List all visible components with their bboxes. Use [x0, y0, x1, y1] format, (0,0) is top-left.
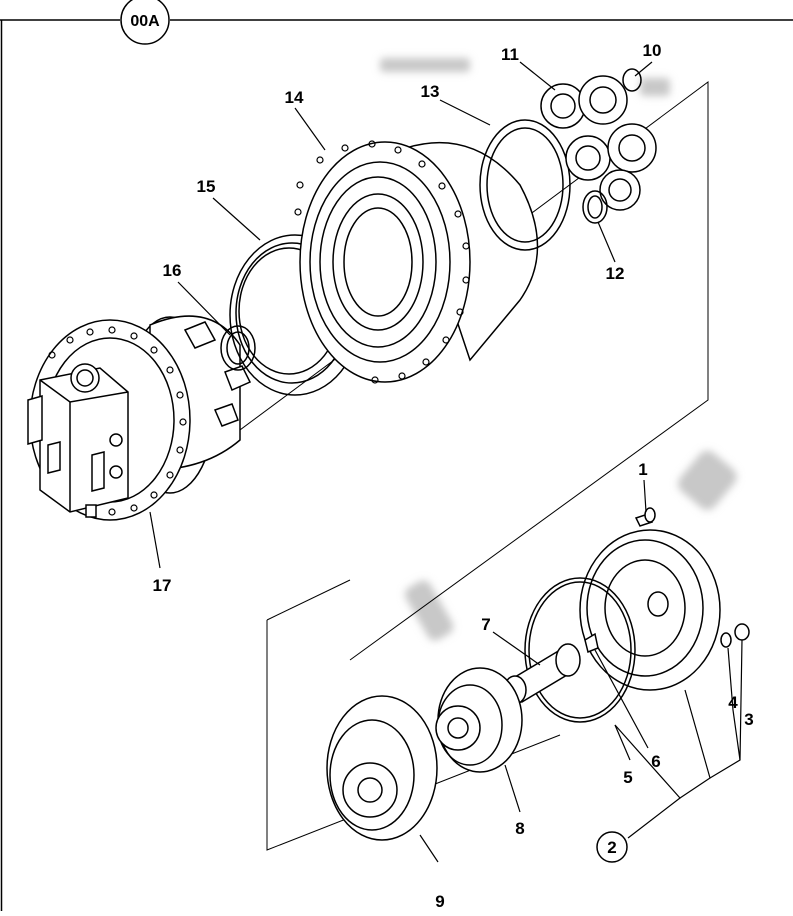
planet-carrier-part-8 [435, 667, 523, 773]
travel-motor-part-17 [27, 315, 252, 521]
callout-14: 14 [285, 88, 304, 107]
section-tag: 00A [120, 0, 170, 45]
section-tag-label: 00A [130, 13, 160, 30]
callout-6: 6 [651, 752, 660, 771]
planet-carrier-part-9 [326, 695, 438, 841]
ring-part-12 [582, 190, 608, 224]
bolt-part-3 [734, 623, 750, 641]
callout-15: 15 [197, 177, 216, 196]
callout-5: 5 [623, 768, 632, 787]
o-ring-part-5 [524, 577, 636, 723]
callout-16: 16 [163, 261, 182, 280]
washer-part-4 [720, 632, 732, 648]
callout-3: 3 [744, 710, 753, 729]
ring-part-13 [479, 119, 571, 251]
callout-12: 12 [606, 264, 625, 283]
leader-lines [149, 61, 743, 863]
callout-1: 1 [638, 460, 647, 479]
callout-7: 7 [481, 615, 490, 634]
callout-9: 9 [435, 892, 444, 911]
callout-4: 4 [728, 693, 738, 712]
page-frame [0, 19, 793, 911]
callout-10: 10 [643, 41, 662, 60]
callout-labels: 1 2 3 4 5 6 7 8 9 10 11 12 13 14 15 16 1… [153, 41, 754, 911]
gear-housing-part-14 [294, 140, 539, 384]
callout-8: 8 [515, 819, 524, 838]
callout-2-circle: 2 [596, 831, 628, 863]
callout-2: 2 [607, 838, 616, 857]
snap-ring-part-10 [622, 68, 642, 92]
blurred-marks [380, 58, 737, 641]
plug-part-6 [584, 632, 599, 654]
bolt-part-1 [634, 507, 656, 527]
callout-13: 13 [421, 82, 440, 101]
callout-17: 17 [153, 576, 172, 595]
callout-11: 11 [501, 45, 519, 64]
cover-part-2 [579, 529, 721, 691]
planet-gears-part-11 [540, 75, 657, 211]
